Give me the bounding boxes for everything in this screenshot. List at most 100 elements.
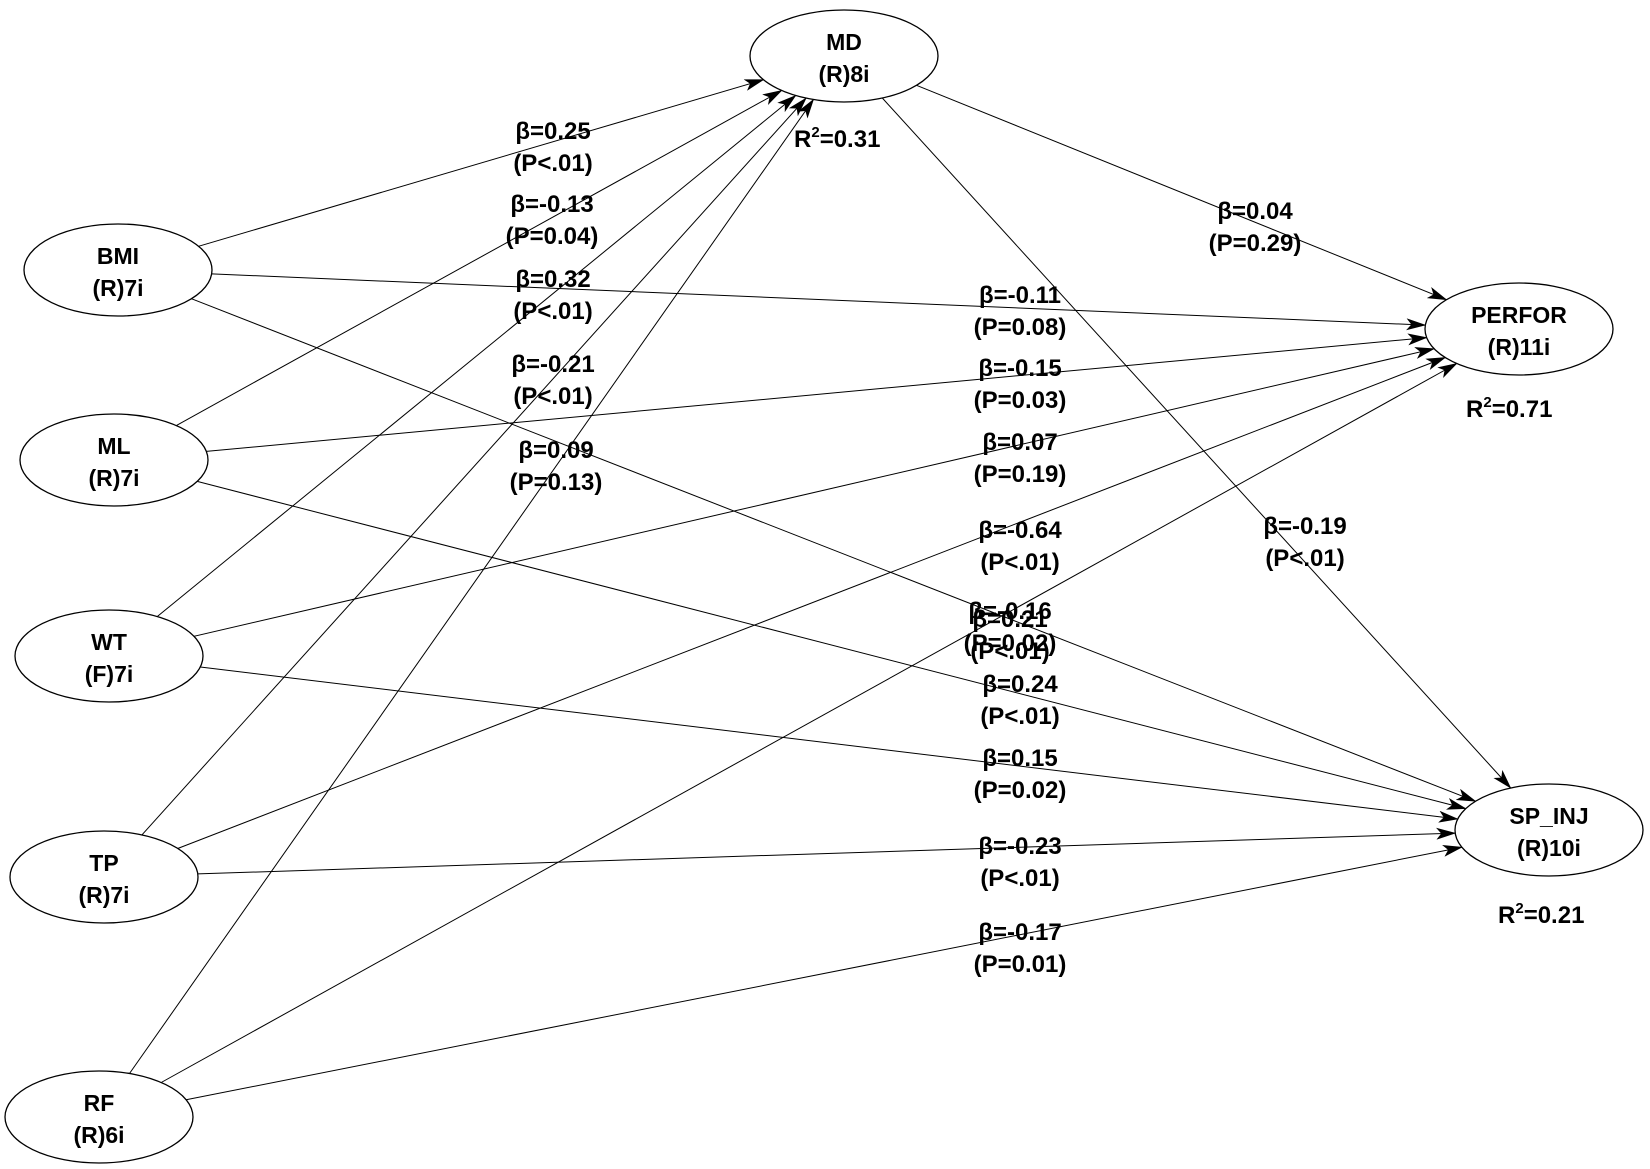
node-wt: WT (F)7i — [14, 609, 204, 703]
edges-layer — [129, 79, 1512, 1101]
edge-label-ml-to-md: β=-0.13 (P=0.04) — [506, 191, 599, 250]
nodes-layer: MD(R)8iBMI(R)7iML(R)7iWT(F)7iTP(R)7iRF(R… — [4, 9, 1644, 1164]
labels-layer: β=0.25 (P<.01) β=-0.13 (P=0.04) β=0.32 (P<.01… — [506, 118, 1585, 978]
p-value: (P<.01) — [970, 638, 1049, 665]
node-sublabel: (R)7i — [78, 882, 129, 908]
edge-rf-to-sp-inj — [186, 845, 1463, 1101]
beta-value: β=0.24 — [982, 671, 1058, 698]
p-value: (P<.01) — [513, 298, 592, 325]
beta-value: β=-0.64 — [978, 517, 1062, 544]
p-value: (P=0.01) — [974, 951, 1067, 978]
node-sublabel: (R)7i — [88, 465, 139, 491]
beta-value: β=-0.13 — [510, 191, 593, 218]
p-value: (P<.01) — [513, 383, 592, 410]
node-ellipse — [749, 9, 939, 103]
node-label: WT — [91, 629, 127, 655]
edge-label-bmi-to-sp-inj: β=-0.16 (P=0.02) — [964, 598, 1057, 657]
node-ellipse — [1424, 282, 1614, 376]
beta-value: β=-0.11 — [979, 282, 1061, 309]
edge-label-ml-to-sp-inj: β=0.24 (P<.01) — [980, 671, 1059, 730]
edge-bmi-to-sp-inj — [191, 298, 1477, 802]
node-label: ML — [97, 433, 130, 459]
beta-value: β=0.25 — [515, 118, 590, 145]
node-bmi: BMI (R)7i — [23, 223, 213, 317]
node-sublabel: (F)7i — [85, 661, 134, 687]
node-ellipse — [1454, 783, 1644, 877]
node-sublabel: (R)8i — [818, 61, 869, 87]
beta-value: β=0.07 — [982, 429, 1057, 456]
edge-bmi-to-md — [198, 79, 765, 247]
edge-rf-to-md — [129, 98, 815, 1074]
p-value: (P=0.13) — [510, 469, 603, 496]
r-squared-perfor: R2=0.71 — [1466, 394, 1552, 423]
r-squared-sp-inj: R2=0.21 — [1498, 900, 1584, 929]
edge-tp-to-perfor — [177, 357, 1447, 849]
node-perfor: PERFOR (R)11i — [1424, 282, 1614, 376]
edge-md-to-sp-inj — [881, 97, 1512, 789]
p-value: (P<.01) — [980, 865, 1059, 892]
p-value: (P<.01) — [980, 549, 1059, 576]
edge-label-tp-to-sp-inj: β=-0.23 (P<.01) — [978, 833, 1061, 892]
edge-ml-to-md — [176, 90, 783, 426]
edge-label-tp-to-md: β=-0.21 (P<.01) — [511, 351, 594, 410]
node-ellipse — [19, 413, 209, 507]
edge-label-rf-to-perfor: β=0.21 (P<.01) — [970, 606, 1049, 665]
edge-label-rf-to-md: β=0.09 (P=0.13) — [510, 437, 603, 496]
p-value: (P<.01) — [980, 703, 1059, 730]
edge-label-tp-to-perfor: β=-0.64 (P<.01) — [978, 517, 1062, 576]
edge-tp-to-sp-inj — [197, 827, 1457, 875]
edge-wt-to-md — [156, 94, 797, 617]
p-value: (P=0.02) — [964, 630, 1057, 657]
edge-wt-to-perfor — [193, 347, 1436, 637]
node-ellipse — [14, 609, 204, 703]
node-label: SP_INJ — [1509, 803, 1588, 829]
node-md: MD (R)8i — [749, 9, 939, 103]
node-sublabel: (R)7i — [92, 275, 143, 301]
edge-label-rf-to-sp-inj: β=-0.17 (P=0.01) — [974, 919, 1067, 978]
p-value: (P=0.19) — [974, 461, 1067, 488]
edge-rf-to-perfor — [160, 363, 1458, 1083]
edge-wt-to-sp-inj — [200, 666, 1459, 823]
edge-md-to-perfor — [916, 84, 1448, 301]
node-ellipse — [9, 830, 199, 924]
p-value: (P=0.03) — [974, 387, 1067, 414]
node-ellipse — [23, 223, 213, 317]
node-label: PERFOR — [1471, 302, 1567, 328]
edge-label-md-to-perfor: β=0.04 (P=0.29) — [1209, 198, 1302, 257]
edge-label-bmi-to-perfor: β=-0.11 (P=0.08) — [974, 282, 1067, 341]
node-label: BMI — [97, 243, 139, 269]
beta-value: β=0.32 — [515, 266, 590, 293]
beta-value: β=-0.16 — [968, 598, 1051, 625]
node-rf: RF (R)6i — [4, 1070, 194, 1164]
edge-ml-to-perfor — [206, 333, 1428, 452]
node-label: MD — [826, 29, 862, 55]
beta-value: β=-0.23 — [978, 833, 1061, 860]
beta-value: β=-0.19 — [1263, 513, 1346, 540]
edge-tp-to-md — [141, 97, 807, 836]
edge-bmi-to-perfor — [211, 273, 1427, 331]
beta-value: β=0.09 — [518, 437, 593, 464]
beta-value: β=-0.15 — [978, 355, 1061, 382]
beta-value: β=0.21 — [972, 606, 1047, 633]
p-value: (P=0.08) — [974, 314, 1067, 341]
edge-label-wt-to-sp-inj: β=0.15(P=0.02) — [974, 745, 1067, 804]
edge-label-wt-to-md: β=0.32 (P<.01) — [513, 266, 592, 325]
p-value: (P<.01) — [513, 150, 592, 177]
node-label: TP — [89, 850, 118, 876]
node-label: RF — [84, 1090, 115, 1116]
p-value: (P=0.04) — [506, 223, 599, 250]
edge-ml-to-sp-inj — [197, 480, 1467, 810]
node-ellipse — [4, 1070, 194, 1164]
edge-label-md-to-sp-inj: β=-0.19 (P<.01) — [1263, 513, 1346, 572]
node-sublabel: (R)6i — [73, 1122, 124, 1148]
p-value: (P<.01) — [1265, 545, 1344, 572]
node-sublabel: (R)11i — [1488, 334, 1551, 360]
beta-value: β=-0.21 — [511, 351, 594, 378]
p-value: (P=0.29) — [1209, 230, 1302, 257]
beta-value: β=0.15 — [982, 745, 1057, 772]
node-sublabel: (R)10i — [1517, 835, 1581, 861]
node-sp-inj: SP_INJ (R)10i — [1454, 783, 1644, 877]
beta-value: β=-0.17 — [978, 919, 1061, 946]
beta-value: β=0.04 — [1217, 198, 1293, 225]
